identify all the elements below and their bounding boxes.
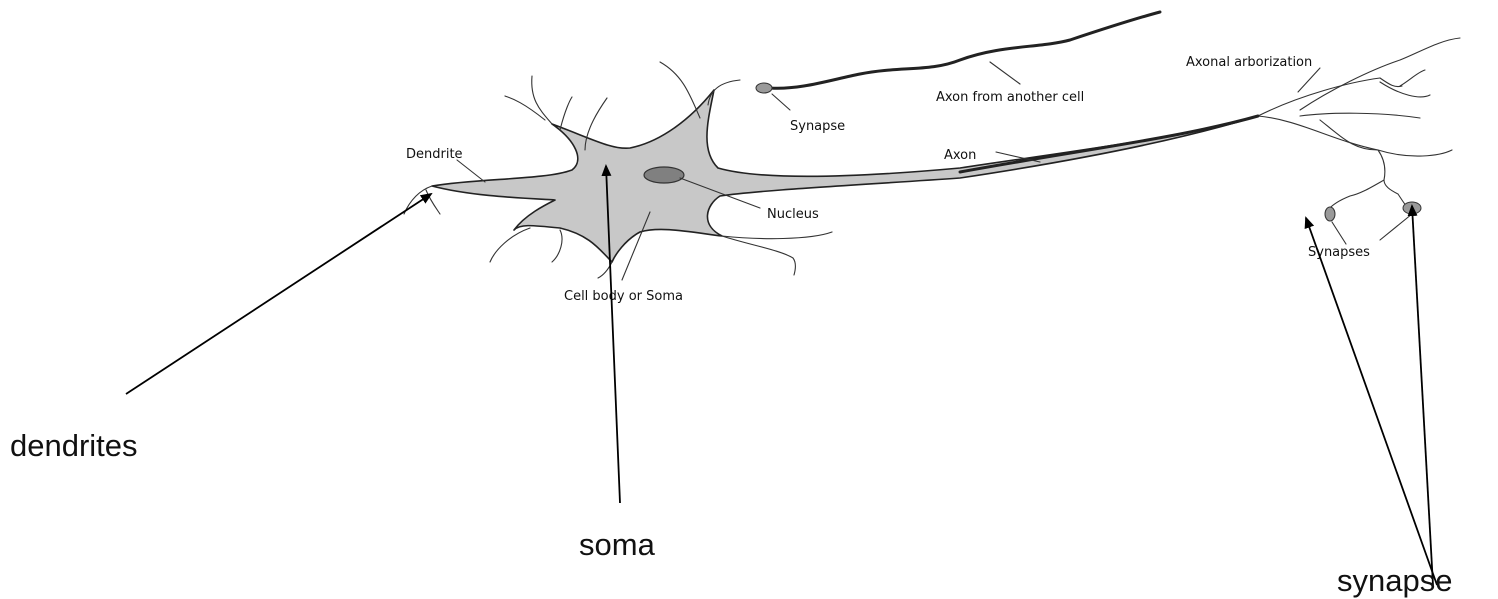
label-axonal-arborization: Axonal arborization	[1186, 55, 1312, 70]
synapse-bulb-left	[1325, 207, 1335, 221]
synapse-bulb	[756, 83, 772, 93]
annotation-arrows	[126, 166, 1437, 585]
label-axon-from-another-cell: Axon from another cell	[936, 90, 1084, 105]
axon-from-another-cell	[770, 12, 1160, 88]
nucleus	[644, 167, 684, 183]
annotation-soma: soma	[579, 527, 656, 562]
label-synapse: Synapse	[790, 119, 845, 134]
dendrite-branches	[404, 38, 1460, 278]
annotation-dendrites: dendrites	[10, 428, 138, 463]
label-cell-body: Cell body or Soma	[564, 289, 683, 304]
label-dendrite: Dendrite	[406, 147, 463, 162]
cell-body	[432, 90, 1258, 262]
axon	[960, 116, 1258, 172]
annotation-synapse: synapse	[1337, 563, 1452, 598]
label-axon: Axon	[944, 148, 976, 163]
label-nucleus: Nucleus	[767, 207, 819, 222]
